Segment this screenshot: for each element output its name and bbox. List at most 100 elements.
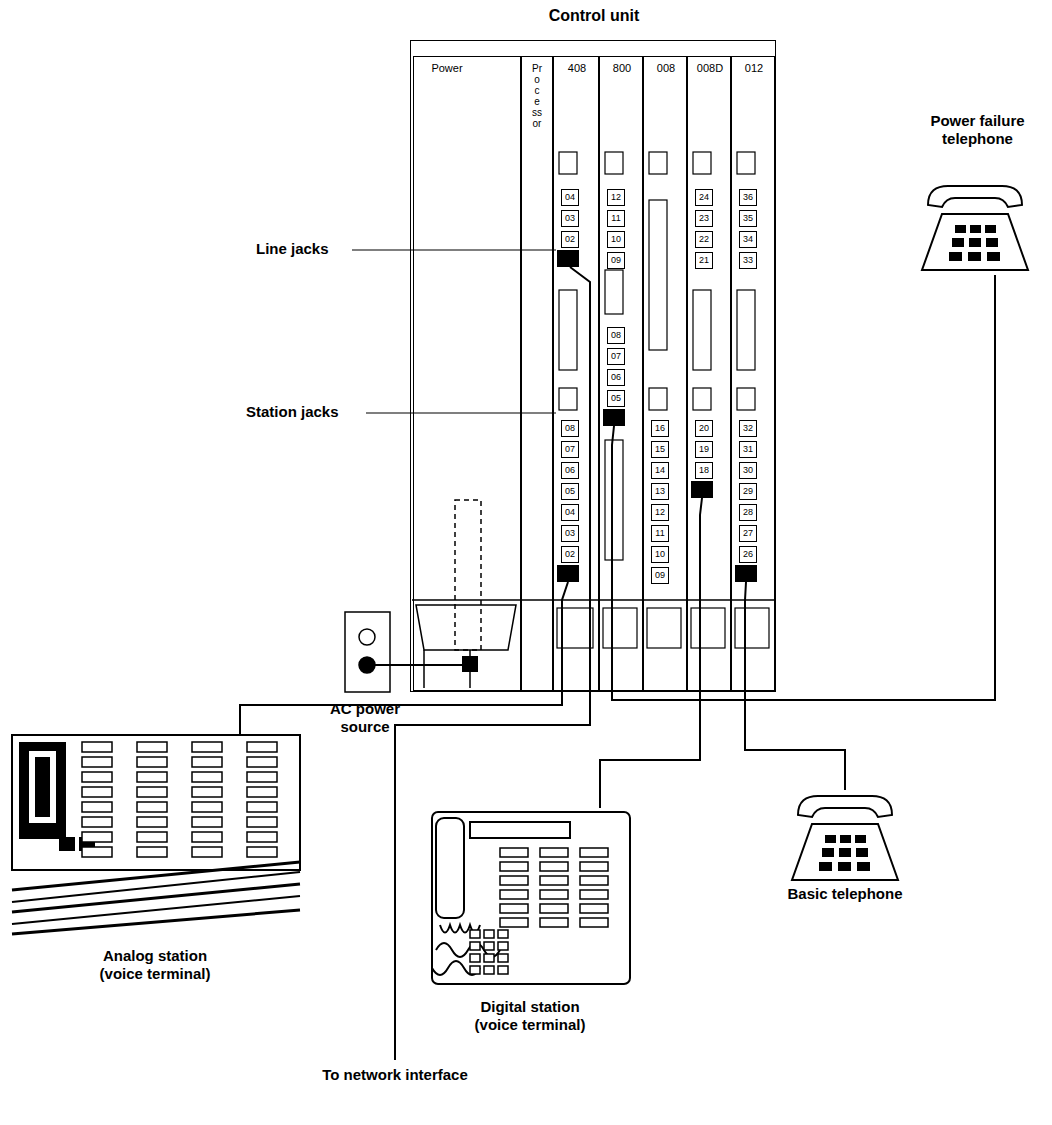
drawing-stroke	[498, 930, 508, 938]
drawing-stroke	[649, 152, 667, 174]
drawing-stroke	[192, 802, 222, 812]
jack-number: 13	[651, 483, 669, 500]
drawing-stroke	[500, 918, 528, 927]
drawing-stroke	[605, 152, 623, 174]
module-label: Power	[422, 62, 472, 74]
drawing-stroke	[580, 876, 608, 885]
jack-number: 18	[695, 462, 713, 479]
line-module: 8001211100908070605	[599, 56, 643, 691]
jack-number: 08	[561, 420, 579, 437]
jack-number: 12	[607, 189, 625, 206]
module-label: 008D	[688, 62, 732, 74]
jack-number: 28	[739, 504, 757, 521]
drawing-stroke	[559, 290, 577, 370]
jack-number: 33	[739, 252, 757, 269]
jack-number: 04	[561, 189, 579, 206]
station-module: 008D24232221201918	[687, 56, 731, 691]
control-unit: Control unitPowerProcessor40804030208070…	[410, 40, 776, 692]
drawing-stroke	[540, 848, 568, 857]
drawing-stroke	[737, 388, 755, 410]
jack-number: 04	[561, 504, 579, 521]
network-label: To network interface	[290, 1066, 500, 1084]
drawing-stroke	[192, 847, 222, 857]
drawing-stroke	[192, 742, 222, 752]
drawing-stroke	[737, 152, 755, 174]
drawing-stroke	[737, 290, 755, 370]
callout-label: Line jacks	[256, 240, 348, 257]
jack-number: 32	[739, 420, 757, 437]
jack-number: 03	[561, 210, 579, 227]
drawing-stroke	[540, 918, 568, 927]
drawing-stroke	[192, 817, 222, 827]
drawing-stroke	[247, 832, 277, 842]
jack-number: 02	[561, 231, 579, 248]
drawing-stroke	[580, 904, 608, 913]
jack-number: 10	[607, 231, 625, 248]
jack-number: 23	[695, 210, 713, 227]
module-label: 012	[732, 62, 776, 74]
jack-number: 03	[561, 525, 579, 542]
drawing-stroke	[540, 904, 568, 913]
drawing-stroke	[470, 930, 480, 938]
node-label: Basic telephone	[785, 885, 905, 903]
drawing-stroke	[247, 787, 277, 797]
node-label: AC power source	[330, 700, 400, 736]
jack-number: 11	[651, 525, 669, 542]
drawing-stroke	[82, 847, 112, 857]
digital-station: Digital station (voice terminal)	[420, 808, 640, 1045]
drawing-stroke	[693, 152, 711, 174]
drawing-stroke	[649, 200, 667, 350]
drawing-stroke	[137, 817, 167, 827]
cable-connector	[600, 691, 700, 808]
drawing-stroke	[559, 388, 577, 410]
drawing-stroke	[580, 848, 608, 857]
cable-connector	[400, 664, 413, 666]
jack-number: 29	[739, 483, 757, 500]
drawing-stroke	[498, 966, 508, 974]
drawing-stroke	[559, 152, 577, 174]
line-module: 40804030208070605040302	[553, 56, 599, 691]
drawing-stroke	[470, 966, 480, 974]
drawing-stroke	[137, 772, 167, 782]
module-label: 408	[554, 62, 600, 74]
drawing-stroke	[605, 440, 623, 560]
jack-number: 16	[651, 420, 669, 437]
drawing-stroke	[693, 388, 711, 410]
node-label: Control unit	[411, 7, 777, 25]
jack-number: 27	[739, 525, 757, 542]
jack-number: 19	[695, 441, 713, 458]
jack-number: 06	[561, 462, 579, 479]
drawing-stroke	[82, 757, 112, 767]
ac-power-source: AC power source	[330, 606, 400, 771]
jack-number: 07	[561, 441, 579, 458]
drawing-stroke	[82, 817, 112, 827]
jack-number: 34	[739, 231, 757, 248]
drawing-stroke	[470, 954, 480, 962]
drawing-stroke	[137, 832, 167, 842]
drawing-stroke	[580, 918, 608, 927]
station-module: 0123635343332313029282726	[731, 56, 775, 691]
jack-number: 09	[607, 252, 625, 269]
jack-number: 09	[651, 567, 669, 584]
callout-label: Station jacks	[246, 403, 360, 420]
drawing-stroke	[137, 757, 167, 767]
cable-connector	[612, 275, 995, 700]
node-label: Digital station (voice terminal)	[460, 998, 600, 1034]
jack-number: 12	[651, 504, 669, 521]
drawing-stroke	[500, 848, 528, 857]
drawing-stroke	[500, 876, 528, 885]
jack-number: 24	[695, 189, 713, 206]
drawing-stroke	[192, 772, 222, 782]
jack-number: 07	[607, 348, 625, 365]
drawing-stroke	[691, 608, 725, 648]
drawing-stroke	[247, 742, 277, 752]
jack-number: 10	[651, 546, 669, 563]
drawing-stroke	[540, 876, 568, 885]
drawing-stroke	[470, 942, 480, 950]
drawing-stroke	[137, 847, 167, 857]
jack-number: 31	[739, 441, 757, 458]
drawing-stroke	[82, 742, 112, 752]
jack-number: 35	[739, 210, 757, 227]
drawing-stroke	[247, 772, 277, 782]
jack-number: 30	[739, 462, 757, 479]
